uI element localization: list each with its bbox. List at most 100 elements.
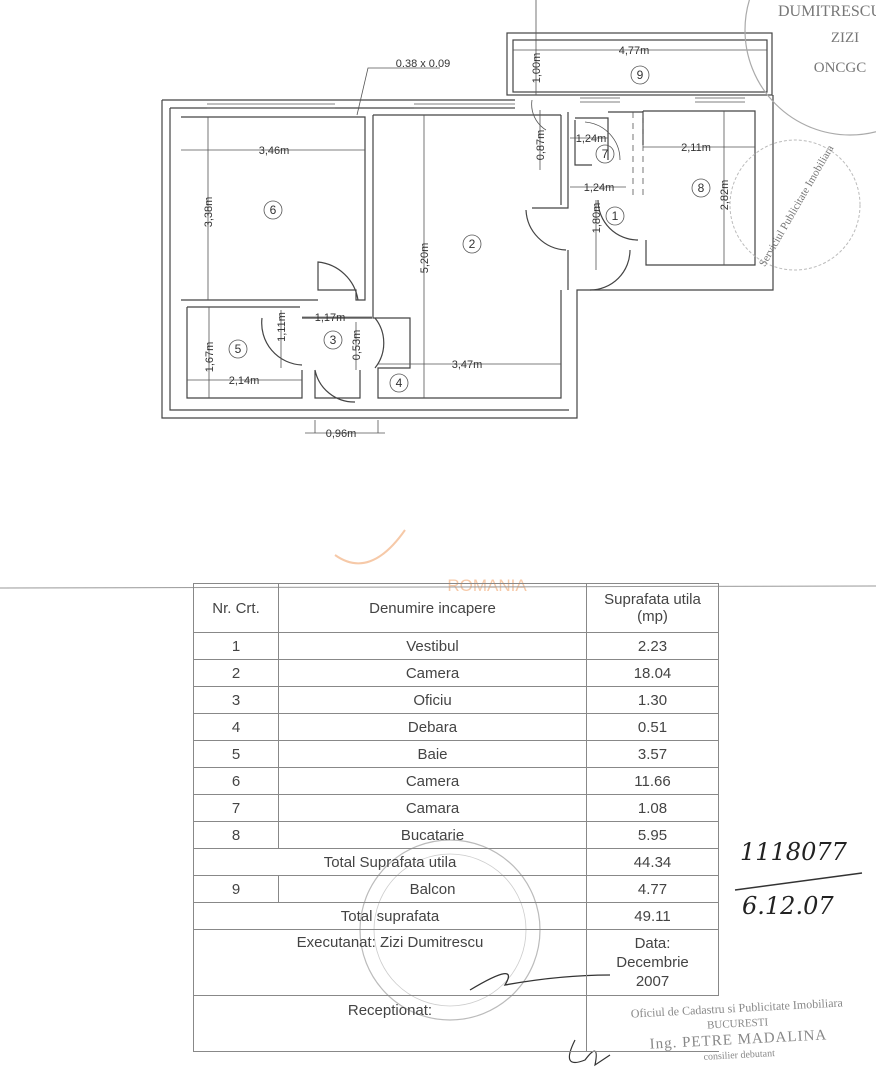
room-1-walls <box>532 111 643 291</box>
dim-0-53: 0,53m <box>351 330 363 361</box>
room-6-walls <box>181 116 366 301</box>
row-name: Oficiu <box>278 686 587 714</box>
room-9-label: 9 <box>637 68 644 82</box>
handwritten-underline <box>734 872 863 891</box>
dim-1-67: 1,67m <box>204 342 216 373</box>
dimension-labels: 0.38 x 0.09 3,46m 3,38m 5,20m 3,47m 1,17… <box>203 45 731 440</box>
received-by: Receptionat: <box>193 995 587 1052</box>
row-area: 0.51 <box>586 713 719 741</box>
total-util-label: Total Suprafata utila <box>193 848 587 876</box>
row-name: Camera <box>278 767 587 795</box>
total-area: 49.11 <box>586 902 719 930</box>
signature-receptionat <box>568 1039 611 1067</box>
room-3-walls <box>302 317 385 403</box>
handwritten-date: 6.12.07 <box>742 892 834 920</box>
received-row: Receptionat: <box>193 995 719 1052</box>
row-area: 1.08 <box>586 794 719 822</box>
window <box>207 97 745 109</box>
header-area-line2: (mp) <box>637 608 668 625</box>
row-area: 1.30 <box>586 686 719 714</box>
dim-3-38: 3,38m <box>203 197 215 228</box>
header-nr: Nr. Crt. <box>193 583 279 633</box>
dim-1-17: 1,17m <box>315 312 346 324</box>
room-1-label: 1 <box>612 209 619 223</box>
dashed-partition <box>632 112 644 200</box>
room-2-label: 2 <box>469 237 476 251</box>
outer-wall <box>161 95 774 419</box>
row-nr: 5 <box>193 740 279 768</box>
row-nr: 8 <box>193 821 279 849</box>
svg-text:ZIZI: ZIZI <box>831 30 859 46</box>
dim-1-24-bottom: 1,24m <box>584 182 615 194</box>
row-area: 5.95 <box>586 821 719 849</box>
row-area: 18.04 <box>586 659 719 687</box>
room-5-label: 5 <box>235 342 242 356</box>
row-name: Bucatarie <box>278 821 587 849</box>
svg-text:Serviciul Publicitate Imobilia: Serviciul Publicitate Imobiliara <box>757 143 836 269</box>
dim-3-46: 3,46m <box>259 145 290 157</box>
dim-0-96: 0,96m <box>326 428 357 440</box>
header-area-line1: Suprafata utila <box>604 591 701 608</box>
row-name: Vestibul <box>278 632 587 660</box>
room-3-label: 3 <box>330 333 337 347</box>
room-7-door <box>531 99 621 161</box>
stamp-top-right: DUMITRESCU ZIZI ONCGC <box>744 0 876 136</box>
row-nr: 9 <box>193 875 279 903</box>
row-area: 2.23 <box>586 632 719 660</box>
dim-2-14: 2,14m <box>229 375 260 387</box>
dim-1-00: 1,00m <box>531 53 543 84</box>
niche-dimension: 0.38 x 0.09 <box>396 58 450 70</box>
dim-1-24-top: 1,24m <box>576 133 607 145</box>
handwritten-number: 1118077 <box>740 838 847 866</box>
dim-4-77: 4,77m <box>619 45 650 57</box>
rooms-table: Nr. Crt. Denumire incapere Suprafata uti… <box>193 583 719 1052</box>
executed-by: Executanat: Zizi Dumitrescu <box>193 929 587 996</box>
dim-3-47: 3,47m <box>452 359 483 371</box>
row-area: 3.57 <box>586 740 719 768</box>
row-nr: 6 <box>193 767 279 795</box>
svg-text:DUMITRESCU: DUMITRESCU <box>778 3 876 20</box>
dim-0-87: 0,87m <box>535 130 547 161</box>
room-4-label: 4 <box>396 376 403 390</box>
date-year: 2007 <box>635 973 670 990</box>
row-nr: 2 <box>193 659 279 687</box>
executed-row: Executanat: Zizi Dumitrescu Data: Decembr… <box>193 929 719 996</box>
dim-5-20: 5,20m <box>419 243 431 274</box>
dim-2-82: 2,82m <box>719 180 731 211</box>
row-area: 4.77 <box>586 875 719 903</box>
row-name: Camara <box>278 794 587 822</box>
room-7-label: 7 <box>602 147 609 161</box>
row-nr: 4 <box>193 713 279 741</box>
date-month: Decembrie <box>616 954 689 971</box>
total-label: Total suprafata <box>193 902 587 930</box>
room-5-walls <box>186 306 303 399</box>
date-label: Data: <box>634 935 671 952</box>
room-6-label: 6 <box>270 203 277 217</box>
dimension-lines <box>181 0 767 434</box>
inner-wall-line <box>169 107 569 411</box>
header-area: Suprafata utila(mp) <box>586 583 719 633</box>
total-util-area: 44.34 <box>586 848 719 876</box>
row-name: Camera <box>278 659 587 687</box>
room-numbers: 6 2 3 5 4 1 7 8 9 <box>228 65 711 393</box>
header-name: Denumire incapere <box>278 583 587 633</box>
row-area: 11.66 <box>586 767 719 795</box>
row-nr: 1 <box>193 632 279 660</box>
room-2-walls <box>372 114 567 399</box>
row-nr: 7 <box>193 794 279 822</box>
stamp-right: Serviciul Publicitate Imobiliara <box>729 139 861 271</box>
row-name: Balcon <box>278 875 587 903</box>
row-name: Debara <box>278 713 587 741</box>
